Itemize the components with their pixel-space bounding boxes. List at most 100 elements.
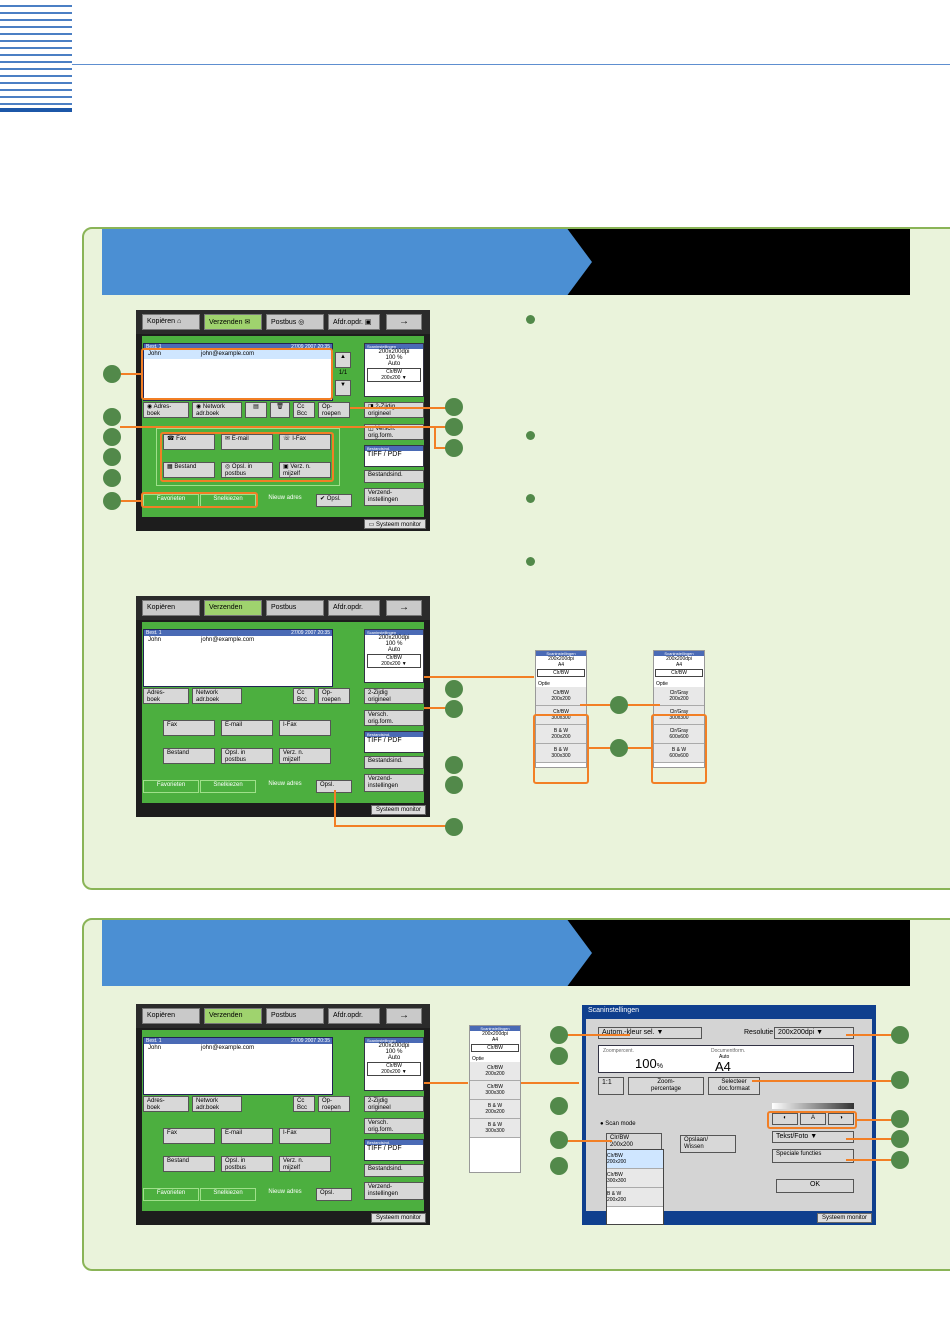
favorieten-button[interactable]: Favorieten	[143, 780, 199, 793]
density-darker-button[interactable]: ◑	[828, 1113, 854, 1125]
nieuw-adres-button[interactable]: Nieuw adres	[257, 1188, 313, 1201]
email-button[interactable]: E-mail	[221, 1128, 273, 1144]
network-adresboek-button[interactable]: Network adr.boek	[192, 688, 242, 704]
list-item[interactable]: B & W 200x200	[607, 1188, 663, 1207]
color-select-dropdown[interactable]: Autom.-kleur sel. ▼	[598, 1027, 702, 1039]
resolution-dropdown[interactable]: 200x200dpi ▼	[774, 1027, 854, 1039]
bestand-button[interactable]: Bestand	[163, 1156, 215, 1172]
tekst-foto-dropdown[interactable]: Tekst/Foto ▼	[772, 1131, 854, 1143]
tab-verzenden[interactable]: Verzenden ✉	[204, 314, 262, 330]
two-sided-button[interactable]: 2-Zijdig origineel	[364, 688, 424, 704]
verzend-instellingen-button[interactable]: Verzend- instellingen	[364, 488, 424, 506]
bestandsind-button[interactable]: Bestandsind.	[364, 1164, 424, 1177]
scroll-up-button[interactable]: ▲	[335, 352, 351, 368]
tab-postbus[interactable]: Postbus	[266, 1008, 324, 1024]
scan-settings-box[interactable]: Scaninstellingen 200x200dpi 100 % Auto C…	[364, 629, 424, 683]
list-item[interactable]: Clr/BW 200x200	[607, 1150, 663, 1169]
network-adresboek-button[interactable]: Network adr.boek	[192, 1096, 242, 1112]
favorieten-button[interactable]: Favorieten	[143, 1188, 199, 1201]
cc-bcc-button[interactable]: Cc Bcc	[293, 688, 315, 704]
fax-button[interactable]: ☎ Fax	[163, 434, 215, 450]
system-monitor-button[interactable]: Systeem monitor	[370, 805, 426, 815]
list-item[interactable]: Clr/Gray 200x200	[654, 687, 704, 706]
opsl-postbus-button[interactable]: Opsl. in postbus	[221, 1156, 273, 1172]
adresboek-button[interactable]: Adres- boek	[143, 1096, 189, 1112]
ifax-button[interactable]: I-Fax	[279, 1128, 331, 1144]
oproepen-button[interactable]: Op- roepen	[318, 1096, 350, 1112]
scroll-down-button[interactable]: ▼	[335, 380, 351, 396]
fax-button[interactable]: Fax	[163, 1128, 215, 1144]
tab-afdr[interactable]: Afdr.opdr.	[328, 1008, 380, 1024]
tab-kopieren[interactable]: Kopiëren	[142, 600, 200, 616]
tab-postbus[interactable]: Postbus ◎	[266, 314, 324, 330]
snelkiezen-button[interactable]: Snelkiezen	[200, 1188, 256, 1201]
tab-kopieren[interactable]: Kopiëren	[142, 1008, 200, 1024]
tab-postbus[interactable]: Postbus	[266, 600, 324, 616]
nieuw-adres-button[interactable]: Nieuw adres	[257, 494, 313, 507]
opslaan-wissen-button[interactable]: Opslaan/ Wissen	[680, 1135, 736, 1153]
tab-verzenden[interactable]: Verzenden	[204, 600, 262, 616]
density-slider[interactable]	[772, 1103, 854, 1109]
tab-afdr[interactable]: Afdr.opdr. ▣	[328, 314, 380, 330]
fax-button[interactable]: Fax	[163, 720, 215, 736]
next-tab-button[interactable]: →	[386, 600, 422, 616]
opsl-postbus-button[interactable]: Opsl. in postbus	[221, 748, 273, 764]
next-tab-button[interactable]: →	[386, 1008, 422, 1024]
oproepen-button[interactable]: Op- roepen	[318, 402, 350, 418]
opslaan-button[interactable]: Opsl.	[316, 1188, 352, 1201]
select-doc-format-button[interactable]: Selecteer doc.formaat	[708, 1077, 760, 1095]
system-monitor-button[interactable]: Systeem monitor	[370, 1213, 426, 1223]
list-item[interactable]: Clr/BW 300x300	[607, 1169, 663, 1188]
list-item[interactable]: Clr/Gray 600x600	[654, 725, 704, 744]
versch-orig-button[interactable]: Versch. orig.form.	[364, 1118, 424, 1134]
nieuw-adres-button[interactable]: Nieuw adres	[257, 780, 313, 793]
verz-mijzelf-button[interactable]: Verz. n. mijzelf	[279, 1156, 331, 1172]
verzend-instellingen-button[interactable]: Verzend- instellingen	[364, 774, 424, 792]
network-adresboek-button[interactable]: ◉ Network adr.boek	[192, 402, 242, 418]
list-item[interactable]: B & W 300x300	[470, 1119, 520, 1138]
density-lighter-button[interactable]: ◐	[772, 1113, 798, 1125]
email-button[interactable]: E-mail	[221, 720, 273, 736]
mode-dropdown[interactable]: Clr/BW	[537, 669, 585, 677]
versch-orig-button[interactable]: ◫ Versch. orig.form.	[364, 424, 424, 440]
cc-bcc-button[interactable]: Cc Bcc	[293, 1096, 315, 1112]
zoom-percentage-button[interactable]: Zoom- percentage	[628, 1077, 704, 1095]
ok-button[interactable]: OK	[776, 1179, 854, 1193]
mode-dropdown[interactable]: Clr/BW	[471, 1044, 519, 1052]
list-item[interactable]: Clr/BW 200x200	[470, 1062, 520, 1081]
two-sided-button[interactable]: 2-Zijdig origineel	[364, 1096, 424, 1112]
details-button[interactable]: ▤	[245, 402, 267, 418]
delete-button[interactable]: 🗑	[270, 402, 290, 418]
system-monitor-button[interactable]: ▭ Systeem monitor	[363, 519, 426, 529]
list-item[interactable]: B & W 300x300	[536, 744, 586, 763]
list-item[interactable]: Clr/BW 200x200	[536, 687, 586, 706]
bestandsind-button[interactable]: Bestandsind.	[364, 470, 424, 483]
list-item[interactable]: B & W 600x600	[654, 744, 704, 763]
two-sided-button[interactable]: ◨ 2-Zijdig origineel	[364, 402, 424, 418]
tab-kopieren[interactable]: Kopiëren ⌂	[142, 314, 200, 330]
mode-dropdown[interactable]: Clr/BW	[655, 669, 703, 677]
email-button[interactable]: ✉ E-mail	[221, 434, 273, 450]
scan-settings-box[interactable]: Scaninstellingen 200x200dpi 100 % Auto C…	[364, 1037, 424, 1091]
verz-mijzelf-button[interactable]: ▣ Verz. n. mijzelf	[279, 462, 331, 478]
cc-bcc-button[interactable]: Cc Bcc	[293, 402, 315, 418]
tab-verzenden[interactable]: Verzenden	[204, 1008, 262, 1024]
adresboek-button[interactable]: Adres- boek	[143, 688, 189, 704]
list-item[interactable]: B & W 200x200	[536, 725, 586, 744]
scan-settings-box[interactable]: Scaninstellingen 200x200dpi 100 % Auto C…	[364, 343, 424, 397]
bestand-button[interactable]: ▦ Bestand	[163, 462, 215, 478]
versch-orig-button[interactable]: Versch. orig.form.	[364, 710, 424, 726]
opslaan-button[interactable]: ✔ Opsl.	[316, 494, 352, 507]
special-functions-button[interactable]: Speciale functies	[772, 1149, 854, 1163]
verz-mijzelf-button[interactable]: Verz. n. mijzelf	[279, 748, 331, 764]
adresboek-button[interactable]: ◉ Adres- boek	[143, 402, 189, 418]
next-tab-button[interactable]: →	[386, 314, 422, 330]
